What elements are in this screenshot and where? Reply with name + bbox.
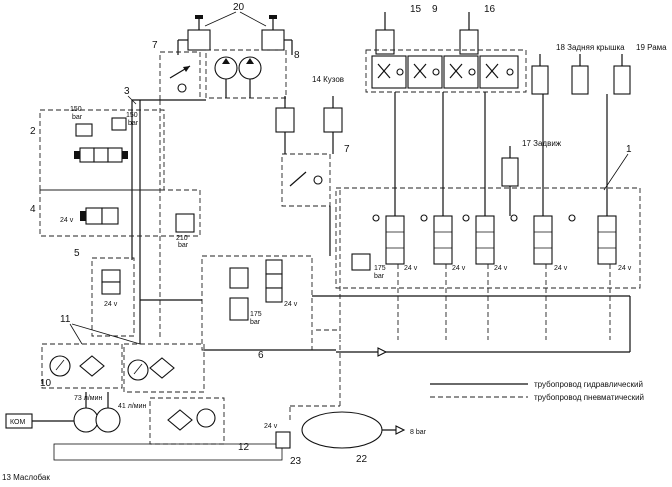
label-5: 5	[74, 248, 80, 259]
valve-2-spool	[74, 147, 128, 163]
legend-pneumatic: трубопровод пневматический	[534, 393, 644, 402]
pump-left	[73, 407, 99, 433]
label-20: 20	[233, 2, 245, 13]
unit-bar-right: bar	[128, 120, 139, 127]
pump-right	[95, 407, 121, 433]
label-7: 7	[344, 144, 350, 155]
label-15: 15	[410, 4, 422, 15]
voltage-5: 24 v	[104, 301, 118, 308]
voltage-1a: 24 v	[404, 265, 418, 272]
voltage-1c: 24 v	[494, 265, 508, 272]
valve-6-spool	[265, 259, 283, 303]
cylinder-14-left	[275, 107, 295, 133]
label-1: 1	[626, 144, 632, 155]
block-2	[39, 109, 165, 191]
label-23: 23	[290, 456, 302, 467]
label-6: 6	[258, 350, 264, 361]
label-10: 10	[40, 378, 52, 389]
label-3: 3	[124, 86, 130, 97]
motor-8	[205, 49, 287, 99]
label-2: 2	[30, 126, 36, 137]
label-4: 4	[30, 204, 36, 215]
unit-bar-center: bar	[250, 319, 261, 326]
label-22: 22	[356, 454, 368, 465]
voltage-1e: 24 v	[618, 265, 632, 272]
unit-bar-210: bar	[178, 242, 189, 249]
block-9	[365, 49, 527, 93]
air-8bar: 8 bar	[410, 429, 427, 436]
label-13: 13 Маслобак	[2, 473, 50, 482]
pressure-175-right: 175	[374, 265, 386, 272]
label-12: 12	[238, 442, 250, 453]
voltage-4: 24 v	[60, 217, 74, 224]
label-16: 16	[484, 4, 496, 15]
label-7-top: 7	[152, 40, 158, 51]
label-18: 18 Задняя крышка	[556, 43, 625, 52]
filter-block-11-right	[123, 343, 205, 393]
label-19: 19 Рама	[636, 43, 667, 52]
legend-hydraulic: трубопровод гидравлический	[534, 380, 643, 389]
cylinder-18-left	[531, 65, 549, 95]
unit-bar-left: bar	[72, 114, 83, 121]
voltage-1d: 24 v	[554, 265, 568, 272]
valve-bank-1	[372, 214, 617, 265]
pressure-150-left: 150	[70, 106, 82, 113]
valve-4	[80, 207, 119, 225]
voltage-6: 24 v	[284, 301, 298, 308]
cylinder-14-right	[323, 107, 343, 133]
label-14: 14 Кузов	[312, 75, 344, 84]
unit-bar-right-block: bar	[374, 273, 385, 280]
pto-label: КОМ	[10, 419, 25, 426]
label-17: 17 Задвиж	[522, 139, 562, 148]
pressure-175-center: 175	[250, 311, 262, 318]
label-9: 9	[432, 4, 438, 15]
cylinders-20	[177, 15, 293, 55]
flow-73: 73 л/мин	[74, 395, 102, 402]
voltage-1b: 24 v	[452, 265, 466, 272]
cylinder-17	[501, 157, 519, 187]
block-7	[281, 153, 331, 207]
flow-41: 41 л/мин	[118, 403, 146, 410]
pressure-210: 210	[176, 235, 188, 242]
label-11: 11	[60, 314, 71, 325]
check-valves-9	[371, 55, 519, 89]
valve-23	[275, 431, 291, 449]
cylinder-18-right	[571, 65, 589, 95]
throttle-7-top	[159, 51, 201, 101]
cylinder-19	[613, 65, 631, 95]
receiver-22	[301, 411, 383, 449]
tank-13	[53, 443, 283, 461]
label-8: 8	[294, 50, 300, 61]
block-4	[39, 189, 201, 237]
voltage-23: 24 v	[264, 423, 278, 430]
